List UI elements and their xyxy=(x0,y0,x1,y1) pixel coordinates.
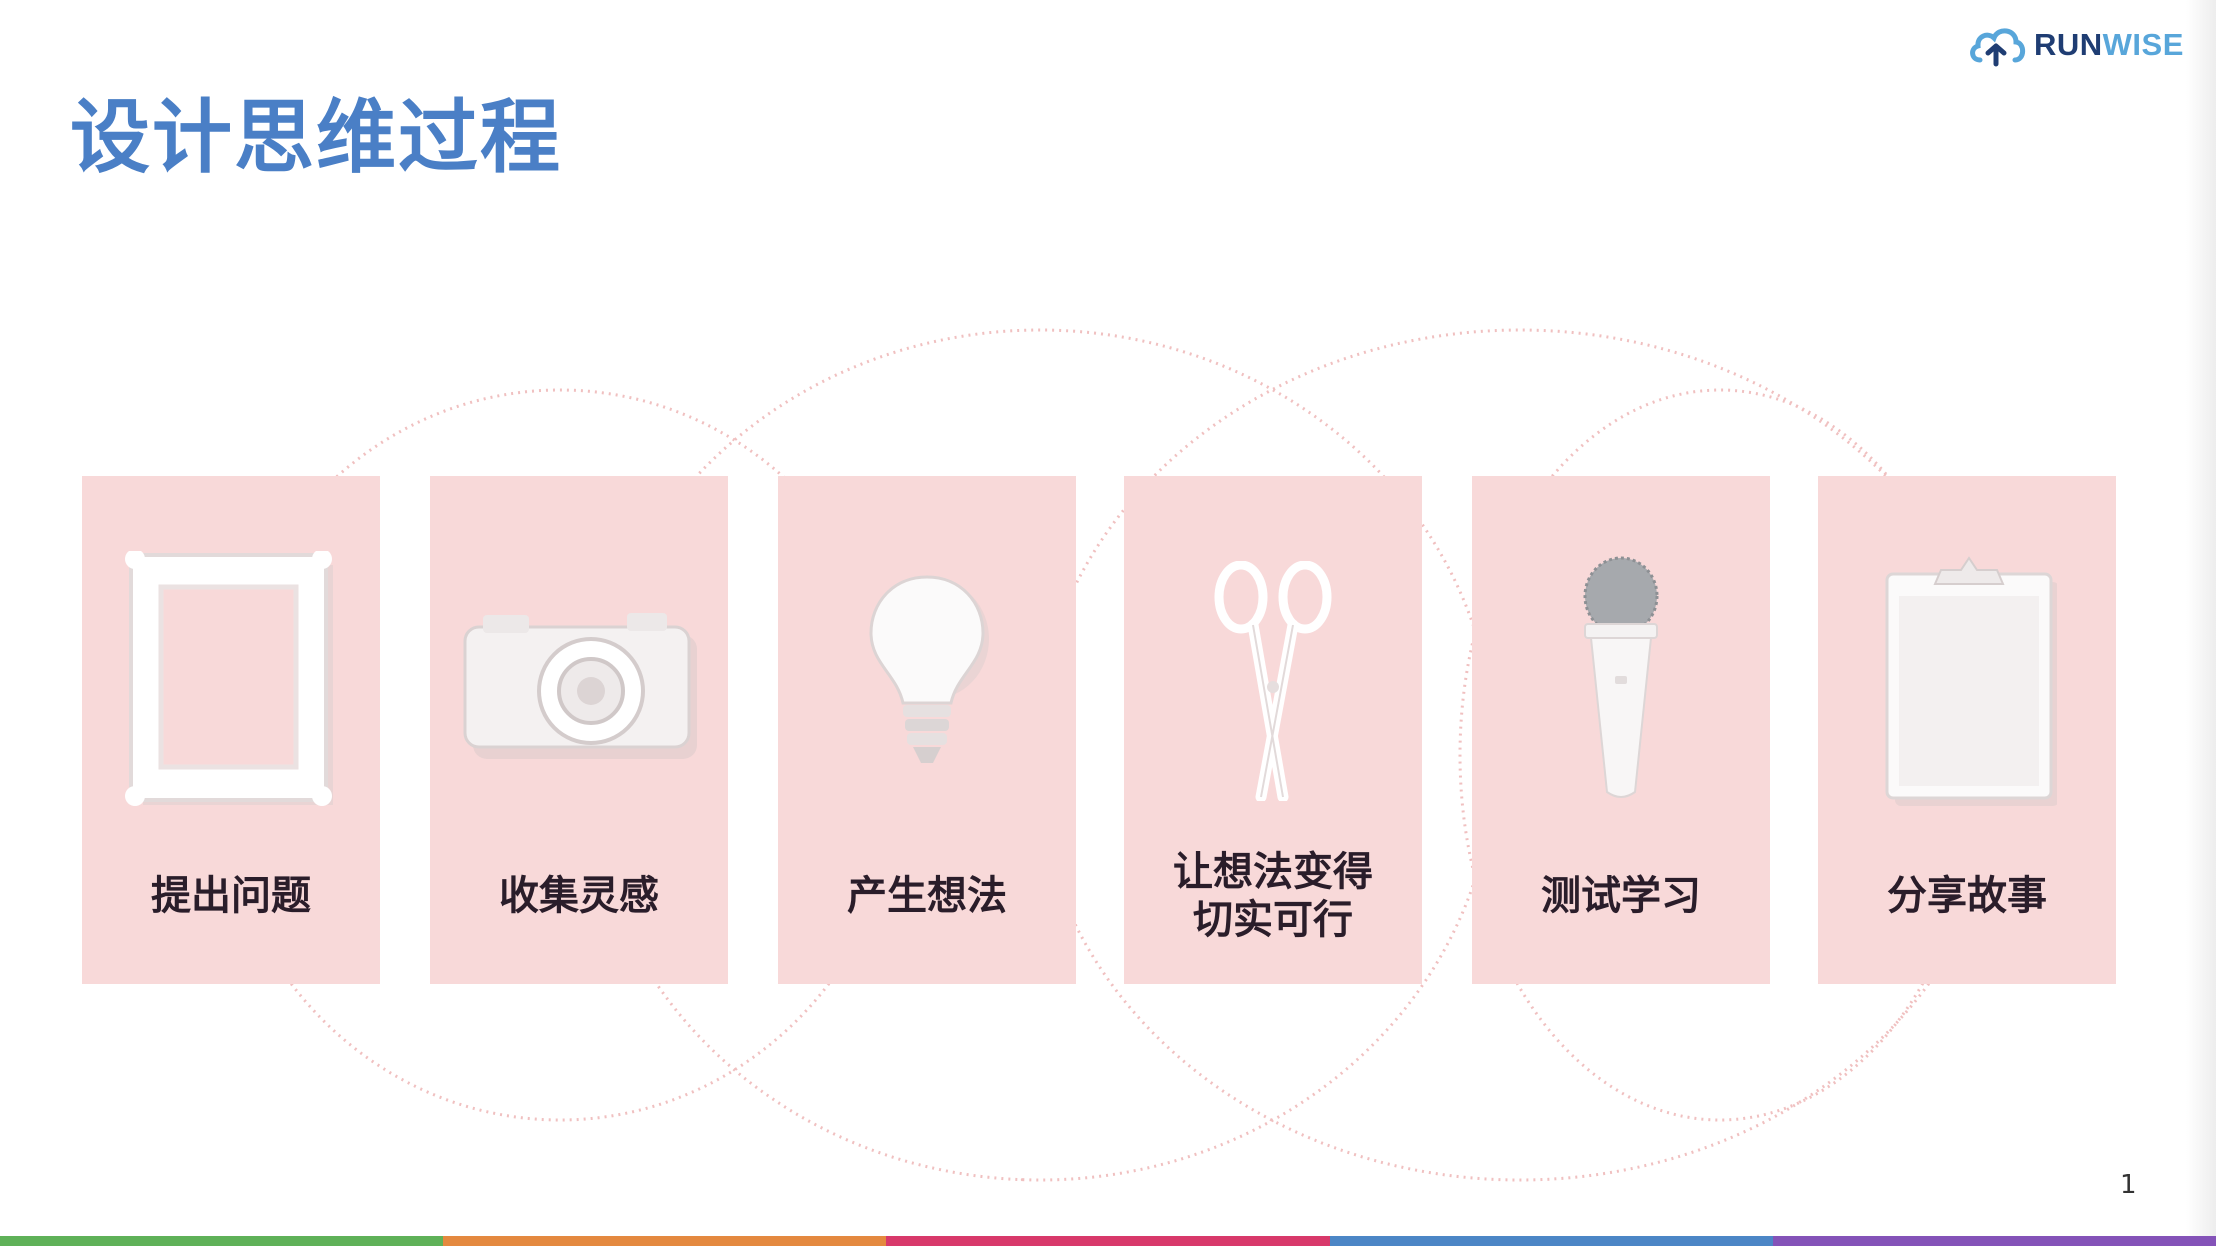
logo-run-text: RUN xyxy=(2034,27,2103,62)
bar-segment-green xyxy=(0,1236,444,1246)
step-card-ask-question: 提出问题 xyxy=(82,476,380,984)
bar-segment-blue xyxy=(1329,1236,1773,1246)
step-label: 提出问题 xyxy=(151,873,311,919)
step-card-make-ideas-tangible: 让想法变得 切实可行 xyxy=(1124,476,1422,984)
step-label: 让想法变得 切实可行 xyxy=(1173,849,1373,943)
step-card-test-and-learn: 测试学习 xyxy=(1472,476,1770,984)
step-label: 分享故事 xyxy=(1887,873,2047,919)
page-title: 设计思维过程 xyxy=(70,91,562,184)
light-bulb-icon xyxy=(869,575,989,763)
scissors-icon xyxy=(1214,561,1332,801)
step-card-share-story: 分享故事 xyxy=(1818,476,2116,984)
step-label: 测试学习 xyxy=(1541,873,1701,919)
bar-segment-magenta xyxy=(886,1236,1330,1246)
picture-frame-icon xyxy=(125,551,333,806)
microphone-icon xyxy=(1583,556,1659,798)
logo-wordmark: RUNWISE xyxy=(2034,27,2184,63)
step-label: 产生想法 xyxy=(847,873,1007,919)
page-number: 1 xyxy=(2120,1170,2137,1200)
right-edge-shadow xyxy=(2186,0,2216,1246)
cloud-logo-icon xyxy=(1970,28,2026,67)
step-label: 收集灵感 xyxy=(499,873,659,919)
logo-wise-text: WISE xyxy=(2102,27,2184,62)
step-card-collect-inspiration: 收集灵感 xyxy=(430,476,728,984)
camera-icon xyxy=(463,613,697,759)
runwise-logo: RUNWISE xyxy=(1968,20,2184,70)
bar-segment-orange xyxy=(443,1236,887,1246)
step-card-generate-ideas: 产生想法 xyxy=(778,476,1076,984)
clipboard-icon xyxy=(1885,556,2057,806)
bottom-color-bar xyxy=(0,1236,2216,1246)
bar-segment-purple xyxy=(1772,1236,2216,1246)
